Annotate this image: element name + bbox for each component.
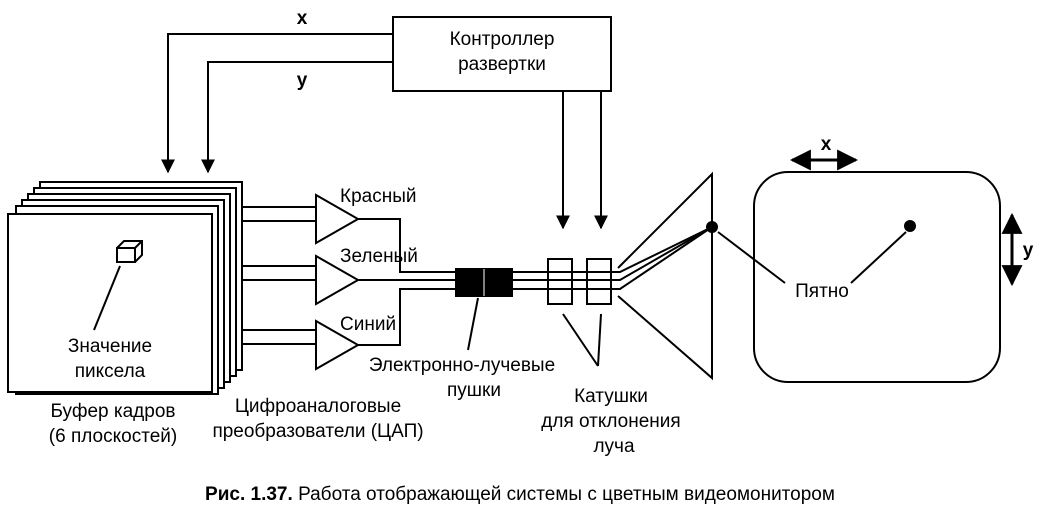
dac-label-2: преобразователи (ЦАП) [212,421,423,442]
dac-label-1: Цифроаналоговые [235,396,401,417]
screen-x-axis: x [789,134,859,171]
dac-red: Красный [315,186,416,245]
y-address-line [201,61,393,174]
frame-buffer-label-1: Буфер кадров [51,401,176,422]
buffer-bit-lines [242,206,316,345]
x-address-line [161,33,393,174]
coils-label-2: для отклонения [541,411,680,432]
pixel-value-leader [93,265,121,331]
coils-leaders [562,313,602,367]
guns-label-2: пушки [447,380,501,401]
electron-guns [455,268,513,297]
guns-label-1: Электронно-лучевые [369,355,555,376]
controller-to-coils-lines [556,91,608,230]
beam-spot-on-tube [706,221,718,233]
frame-buffer: Значение пиксела [7,181,243,395]
caption-number: Рис. 1.37. [205,484,293,505]
scan-controller: Контроллер развертки [392,16,612,92]
guns-leader [467,297,479,351]
channel-blue-label: Синий [340,314,396,335]
controller-to-buffer-lines: x y [161,8,393,174]
pixel-cube-icon [116,240,143,263]
dac-green: Зеленый [315,246,418,306]
scan-controller-label-1: Контроллер [450,29,555,50]
monitor-screen: Пятно [717,171,1001,383]
screen-y-label: y [1023,240,1034,261]
address-x-label: x [297,8,308,29]
pixel-value-label-1: Значение [68,336,152,357]
figure-caption: Рис. 1.37. Работа отображающей системы с… [205,484,835,505]
screen-y-axis: y [1001,212,1034,287]
dac-signal-lines [358,218,456,346]
address-y-label: y [297,70,308,91]
spot-label: Пятно [795,281,849,302]
channel-green-label: Зеленый [340,246,418,267]
screen-x-label: x [821,134,832,155]
deflection-coils [547,258,612,305]
scan-controller-label-2: развертки [458,54,546,75]
dac-blue: Синий [315,314,396,371]
screen-spot [904,220,916,232]
frame-buffer-label-2: (6 плоскостей) [49,426,177,447]
pixel-value-label-2: пиксела [75,361,146,382]
crt-tube [617,171,718,381]
caption-text: Работа отображающей системы с цветным ви… [293,484,835,505]
coils-label-1: Катушки [574,386,648,407]
channel-red-label: Красный [340,186,416,207]
coils-label-3: луча [593,436,634,457]
